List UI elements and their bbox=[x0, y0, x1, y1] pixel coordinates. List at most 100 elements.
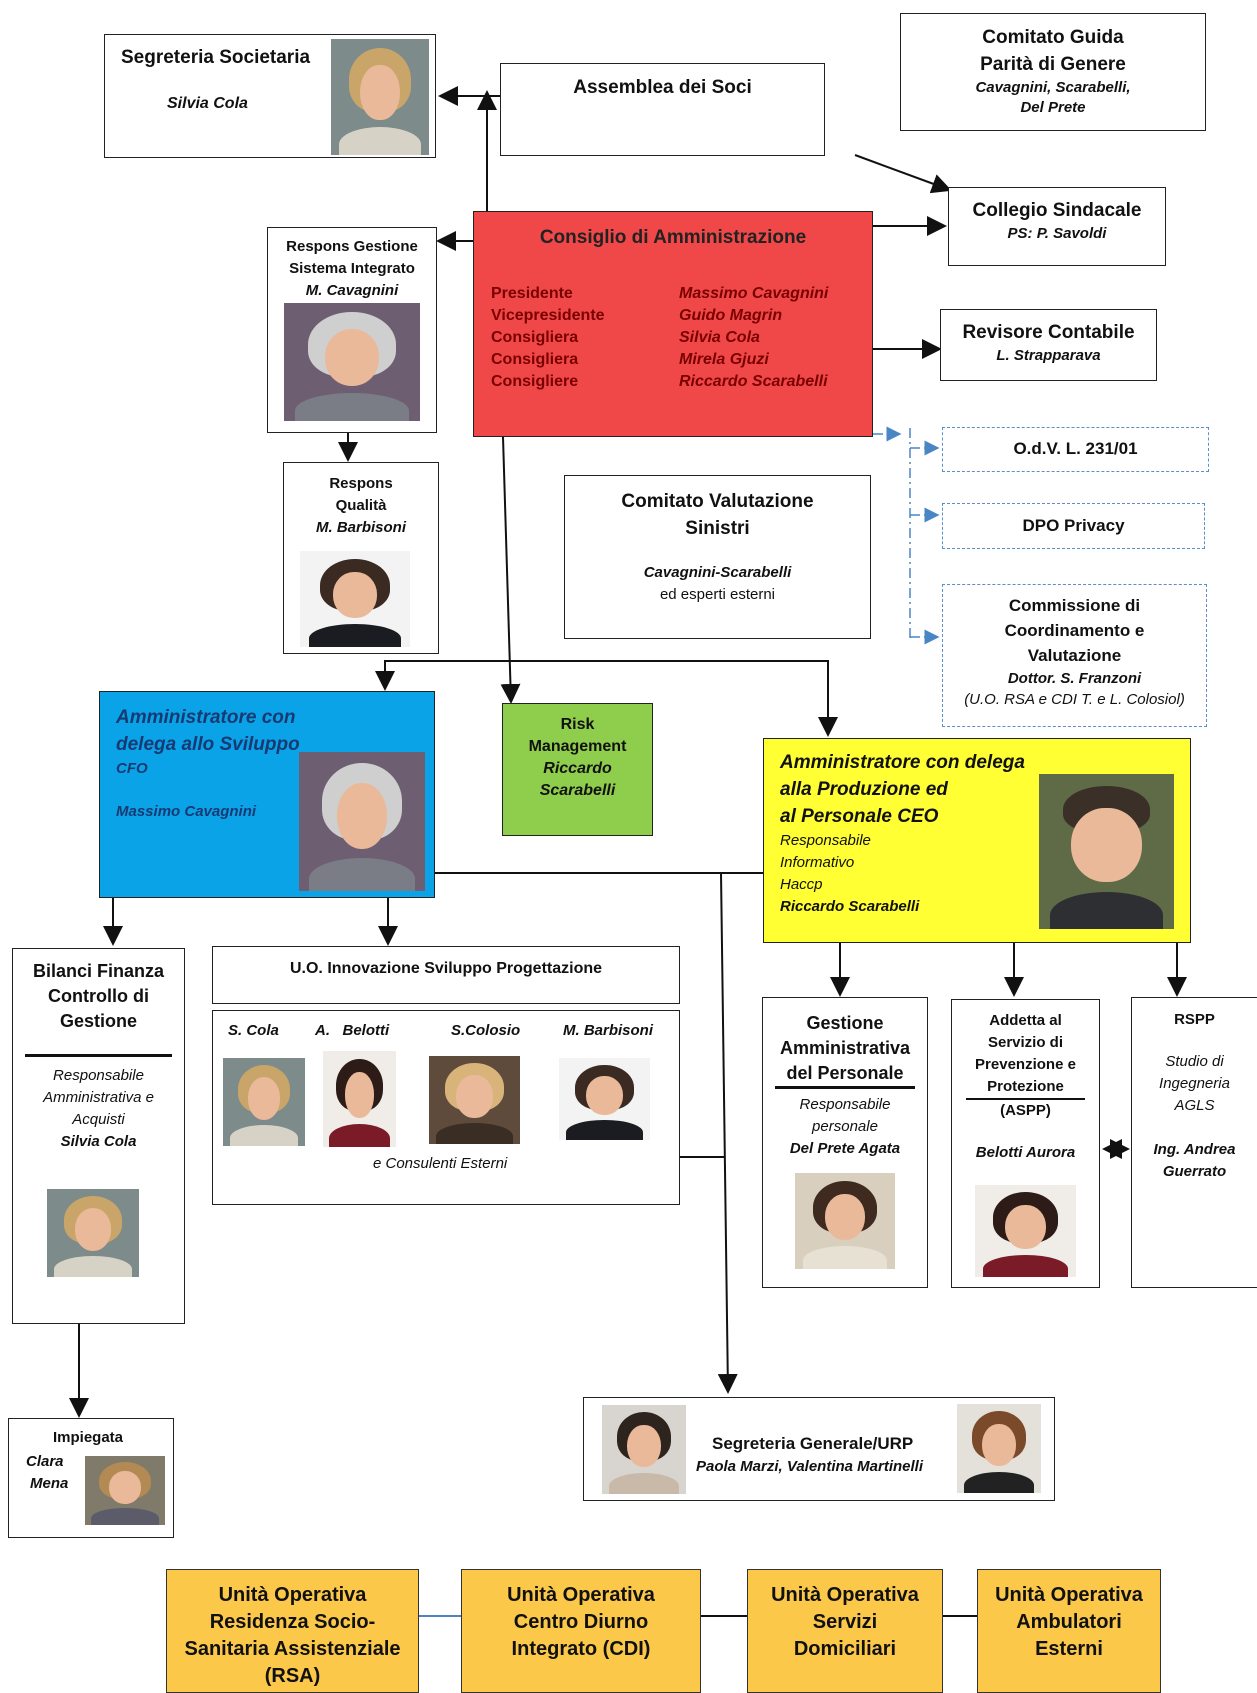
cda-role: Consigliere bbox=[491, 373, 579, 390]
revisore-box: Revisore Contabile L. Strapparava bbox=[940, 309, 1157, 381]
cda-name: Silvia Cola bbox=[679, 329, 760, 346]
del-prete-agata-photo bbox=[795, 1173, 895, 1269]
risk-name-1: Riccardo bbox=[543, 760, 612, 777]
produzione-box: Amministratore con delega alla Produzion… bbox=[763, 738, 1191, 943]
segreteria-generale-title: Segreteria Generale/URP bbox=[712, 1434, 914, 1453]
uo-ambulatori-line: Esterni bbox=[1035, 1638, 1103, 1660]
collegio-sindacale-box: Collegio Sindacale PS: P. Savoldi bbox=[948, 187, 1166, 266]
gestione-personale-line-3: del Personale bbox=[775, 1061, 915, 1089]
produzione-line-2: alla Produzione ed bbox=[780, 779, 948, 800]
cda-title: Consiglio di Amministrazione bbox=[539, 227, 807, 248]
bilanci-divider bbox=[25, 1054, 172, 1057]
bilanci-sub-2: Amministrativa e bbox=[43, 1089, 154, 1106]
cda-name: Massimo Cavagnini bbox=[679, 285, 829, 302]
innovazione-member: M. Barbisoni bbox=[563, 1022, 654, 1039]
innovazione-member: S. Cola bbox=[228, 1022, 279, 1039]
uo-cdi-line: Centro Diurno bbox=[513, 1611, 649, 1633]
uo-domiciliari-line: Unità Operativa bbox=[771, 1584, 919, 1606]
uo-ambulatori-line: Ambulatori bbox=[1016, 1611, 1122, 1633]
cda-role: Vicepresidente bbox=[491, 307, 605, 324]
comitato-sinistri-line-1: Comitato Valutazione bbox=[621, 491, 814, 512]
cda-name: Riccardo Scarabelli bbox=[679, 373, 828, 390]
risk-name-2: Scarabelli bbox=[539, 782, 616, 799]
uo-rsa-line: Sanitaria Assistenziale bbox=[184, 1638, 401, 1660]
cda-names: Massimo Cavagnini Guido Magrin Silvia Co… bbox=[679, 283, 828, 393]
impiegata-box: Impiegata Clara Mena bbox=[8, 1418, 174, 1538]
s-colosio-photo bbox=[429, 1056, 520, 1144]
bilanci-line-1: Bilanci Finanza bbox=[32, 961, 165, 981]
commissione-name: Dottor. S. Franzoni bbox=[1007, 670, 1142, 687]
aspp-line-3: Prevenzione e bbox=[975, 1056, 1076, 1073]
respons-gestione-name: M. Cavagnini bbox=[305, 282, 399, 299]
clara-mena-photo bbox=[85, 1456, 165, 1525]
segreteria-generale-names: Paola Marzi, Valentina Martinelli bbox=[696, 1458, 924, 1475]
belotti-aurora-photo bbox=[975, 1185, 1076, 1277]
rspp-sub-3: AGLS bbox=[1174, 1097, 1215, 1114]
commissione-line-2: Coordinamento e bbox=[1004, 621, 1145, 640]
rspp-box: RSPP Studio di Ingegneria AGLS Ing. Andr… bbox=[1131, 997, 1257, 1288]
respons-gestione-line-2: Sistema Integrato bbox=[289, 260, 415, 277]
respons-qualita-name: M. Barbisoni bbox=[315, 519, 406, 536]
uo-ambulatori-line: Unità Operativa bbox=[995, 1584, 1143, 1606]
sviluppo-line-1: Amministratore con bbox=[116, 707, 296, 728]
aspp-line-2: Servizio di bbox=[987, 1034, 1064, 1051]
respons-qualita-box: Respons Qualità M. Barbisoni bbox=[283, 462, 439, 654]
uo-rsa-line: Unità Operativa bbox=[218, 1584, 367, 1606]
comitato-guida-title-2: Parità di Genere bbox=[980, 54, 1126, 75]
produzione-sub-2: Informativo bbox=[780, 854, 855, 871]
gestione-personale-sub-1: Responsabile bbox=[799, 1096, 891, 1113]
rspp-title: RSPP bbox=[1174, 1011, 1215, 1028]
comitato-sinistri-extra: ed esperti esterni bbox=[659, 586, 776, 603]
uo-rsa-line: (RSA) bbox=[264, 1665, 321, 1687]
segreteria-societaria-title: Segreteria Societaria bbox=[121, 47, 311, 68]
comitato-guida-box: Comitato Guida Parità di Genere Cavagnin… bbox=[900, 13, 1206, 131]
sviluppo-line-2: delega allo Sviluppo bbox=[116, 734, 300, 755]
respons-gestione-box: Respons Gestione Sistema Integrato M. Ca… bbox=[267, 227, 437, 433]
silvia-cola-bilanci-photo bbox=[47, 1189, 139, 1277]
uo-ambulatori-box: Unità Operativa Ambulatori Esterni bbox=[977, 1569, 1161, 1693]
revisore-name: L. Strapparava bbox=[996, 347, 1101, 364]
silvia-cola-photo bbox=[331, 39, 429, 155]
innovazione-members-box: S. Cola A. Belotti S.Colosio M. Barbison… bbox=[212, 1010, 680, 1205]
segreteria-generale-box: Segreteria Generale/URP Paola Marzi, Val… bbox=[583, 1397, 1055, 1501]
collegio-sindacale-ps: PS: P. Savoldi bbox=[1007, 225, 1107, 242]
produzione-line-1: Amministratore con delega bbox=[780, 752, 1025, 773]
risk-line-1: Risk bbox=[560, 716, 595, 733]
aspp-line-1: Addetta al bbox=[989, 1012, 1062, 1029]
cda-role: Consigliera bbox=[491, 329, 579, 346]
dpo-box: DPO Privacy bbox=[942, 503, 1205, 549]
m-barbisoni-photo bbox=[300, 551, 410, 647]
cda-role: Consigliera bbox=[491, 351, 579, 368]
comitato-guida-title-1: Comitato Guida bbox=[982, 27, 1124, 48]
gestione-personale-line-2: Amministrativa bbox=[779, 1038, 911, 1058]
respons-gestione-line-1: Respons Gestione bbox=[286, 238, 418, 255]
sviluppo-text: Amministratore con delega allo Sviluppo … bbox=[116, 704, 300, 822]
comitato-sinistri-members: Cavagnini-Scarabelli bbox=[643, 564, 792, 581]
m-cavagnini-photo bbox=[284, 303, 420, 421]
massimo-cavagnini-photo bbox=[299, 752, 425, 891]
respons-qualita-line-2: Qualità bbox=[335, 497, 387, 514]
odv-title: O.d.V. L. 231/01 bbox=[1013, 439, 1138, 458]
rspp-sub-1: Studio di bbox=[1165, 1053, 1224, 1070]
gestione-personale-line-1: Gestione bbox=[806, 1013, 884, 1033]
rspp-name-2: Guerrato bbox=[1162, 1163, 1227, 1180]
sviluppo-name: Massimo Cavagnini bbox=[116, 803, 257, 820]
uo-domiciliari-line: Servizi bbox=[812, 1611, 878, 1633]
revisore-title: Revisore Contabile bbox=[962, 322, 1135, 343]
risk-box: Risk Management Riccardo Scarabelli bbox=[502, 703, 653, 836]
m-barbisoni-innovazione-photo bbox=[559, 1058, 650, 1140]
produzione-text: Amministratore con delega alla Produzion… bbox=[780, 749, 1025, 918]
s-cola-photo bbox=[223, 1058, 305, 1146]
produzione-sub-3: Haccp bbox=[780, 876, 823, 893]
comitato-guida-members-2: Del Prete bbox=[1020, 99, 1086, 116]
segreteria-societaria-name: Silvia Cola bbox=[167, 95, 248, 112]
comitato-guida-members-1: Cavagnini, Scarabelli, bbox=[975, 79, 1131, 96]
impiegata-title: Impiegata bbox=[53, 1429, 124, 1446]
gestione-personale-box: Gestione Amministrativa del Personale Re… bbox=[762, 997, 928, 1288]
rspp-name-1: Ing. Andrea bbox=[1153, 1141, 1236, 1158]
cda-name: Mirela Gjuzi bbox=[679, 351, 769, 368]
a-belotti-photo bbox=[323, 1051, 396, 1147]
assemblea-title: Assemblea dei Soci bbox=[573, 77, 752, 98]
bilanci-sub-3: Acquisti bbox=[72, 1111, 125, 1128]
